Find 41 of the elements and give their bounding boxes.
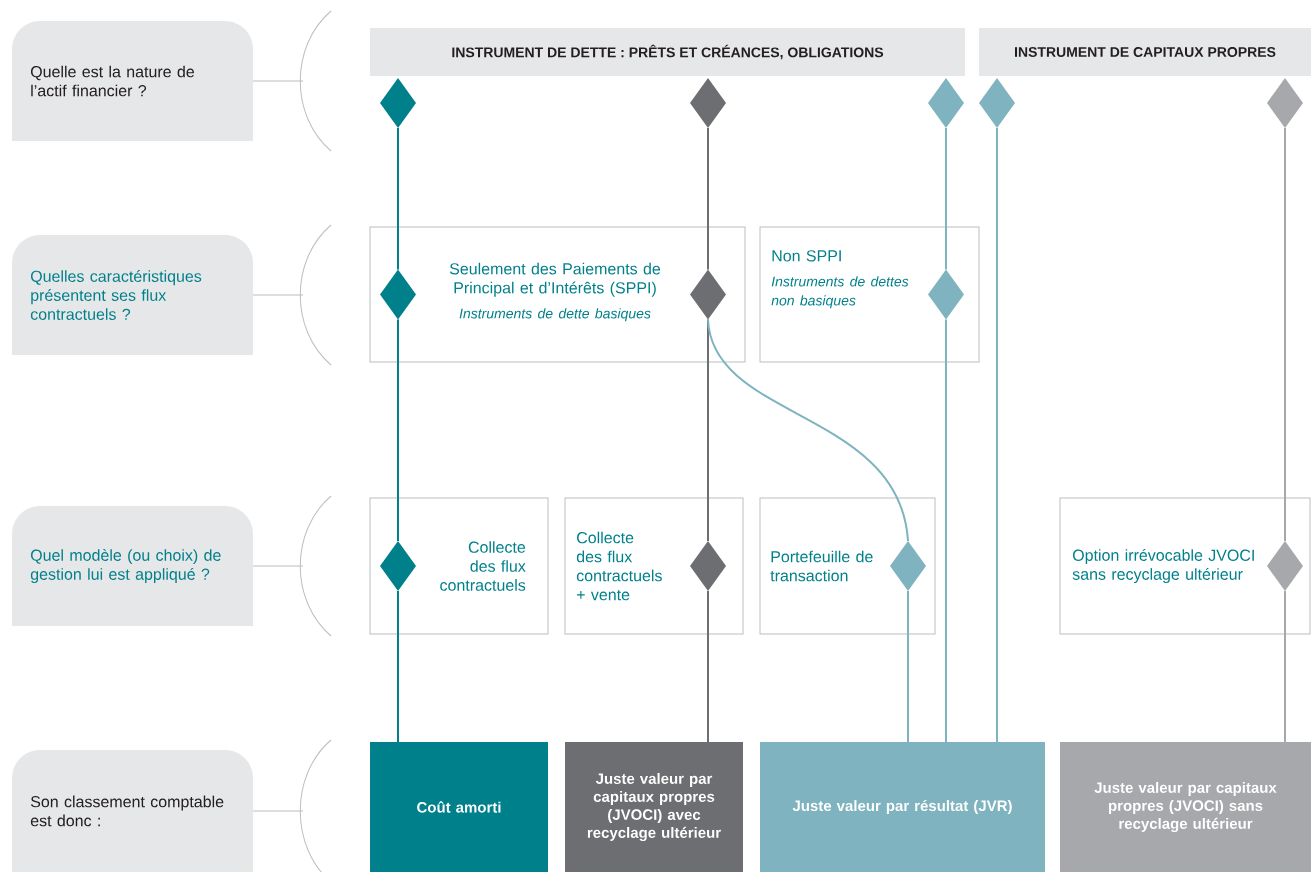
diamond-marker xyxy=(690,541,726,591)
connector-line xyxy=(707,590,709,743)
connector-line xyxy=(397,318,399,542)
diamond-marker xyxy=(890,541,926,591)
classification-box: Coût amorti xyxy=(370,742,548,872)
criteria-box: Seulement des Paiements de Principal et d’Intérêts (SPPI) Instruments de dette basiques xyxy=(369,226,746,363)
question-box: Quel modèle (ou choix) de gestion lui est appliqué ? xyxy=(12,506,253,626)
connector-line xyxy=(1284,127,1286,542)
connector-line xyxy=(707,318,909,542)
diamond-marker xyxy=(380,269,416,320)
diamond-marker xyxy=(1267,541,1303,591)
classification-box: Juste valeur par capitaux propres (JVOCI) avec recyclage ultérieur xyxy=(565,742,743,872)
connector-line xyxy=(907,590,909,743)
classification-box: Juste valeur par résultat (JVR) xyxy=(760,742,1045,872)
criteria-box: Non SPPI Instruments de dettes non basiques xyxy=(759,226,980,363)
diamond-marker xyxy=(380,78,416,128)
question-box: Son classement comptable est donc : xyxy=(12,750,253,872)
diamond-marker xyxy=(928,269,964,320)
diamond-marker xyxy=(928,78,964,128)
criteria-box: Collecte des flux contractuels xyxy=(369,497,549,635)
question-box: Quelle est la nature de l’actif financier ? xyxy=(12,21,253,141)
connector-line xyxy=(397,590,399,743)
diamond-marker xyxy=(1267,78,1303,128)
question-box: Quelles caractéristiques présentent ses flux contractuels ? xyxy=(12,235,253,355)
connector-line xyxy=(397,127,399,271)
criteria-box: Portefeuille de transaction xyxy=(759,497,936,635)
diamond-marker xyxy=(690,269,726,320)
diamond-marker xyxy=(979,78,1015,128)
criteria-box: Collecte des flux contractuels + vente xyxy=(564,497,744,635)
diamond-marker xyxy=(690,78,726,128)
connector-line xyxy=(1284,590,1286,743)
connector-line xyxy=(707,318,709,542)
connector-line xyxy=(945,318,947,743)
diamond-marker xyxy=(380,541,416,591)
connector-line xyxy=(707,127,709,271)
header-band: INSTRUMENT DE DETTE : PRÊTS ET CRÉANCES, OBLIGATIONS xyxy=(370,28,965,76)
criteria-box: Option irrévocable JVOCI sans recyclage ultérieur xyxy=(1059,497,1311,635)
connector-line xyxy=(996,127,998,743)
classification-box: Juste valeur par capitaux propres (JVOCI) sans recyclage ultérieur xyxy=(1060,742,1311,872)
header-band: INSTRUMENT DE CAPITAUX PROPRES xyxy=(979,28,1311,76)
connector-line xyxy=(945,127,947,271)
